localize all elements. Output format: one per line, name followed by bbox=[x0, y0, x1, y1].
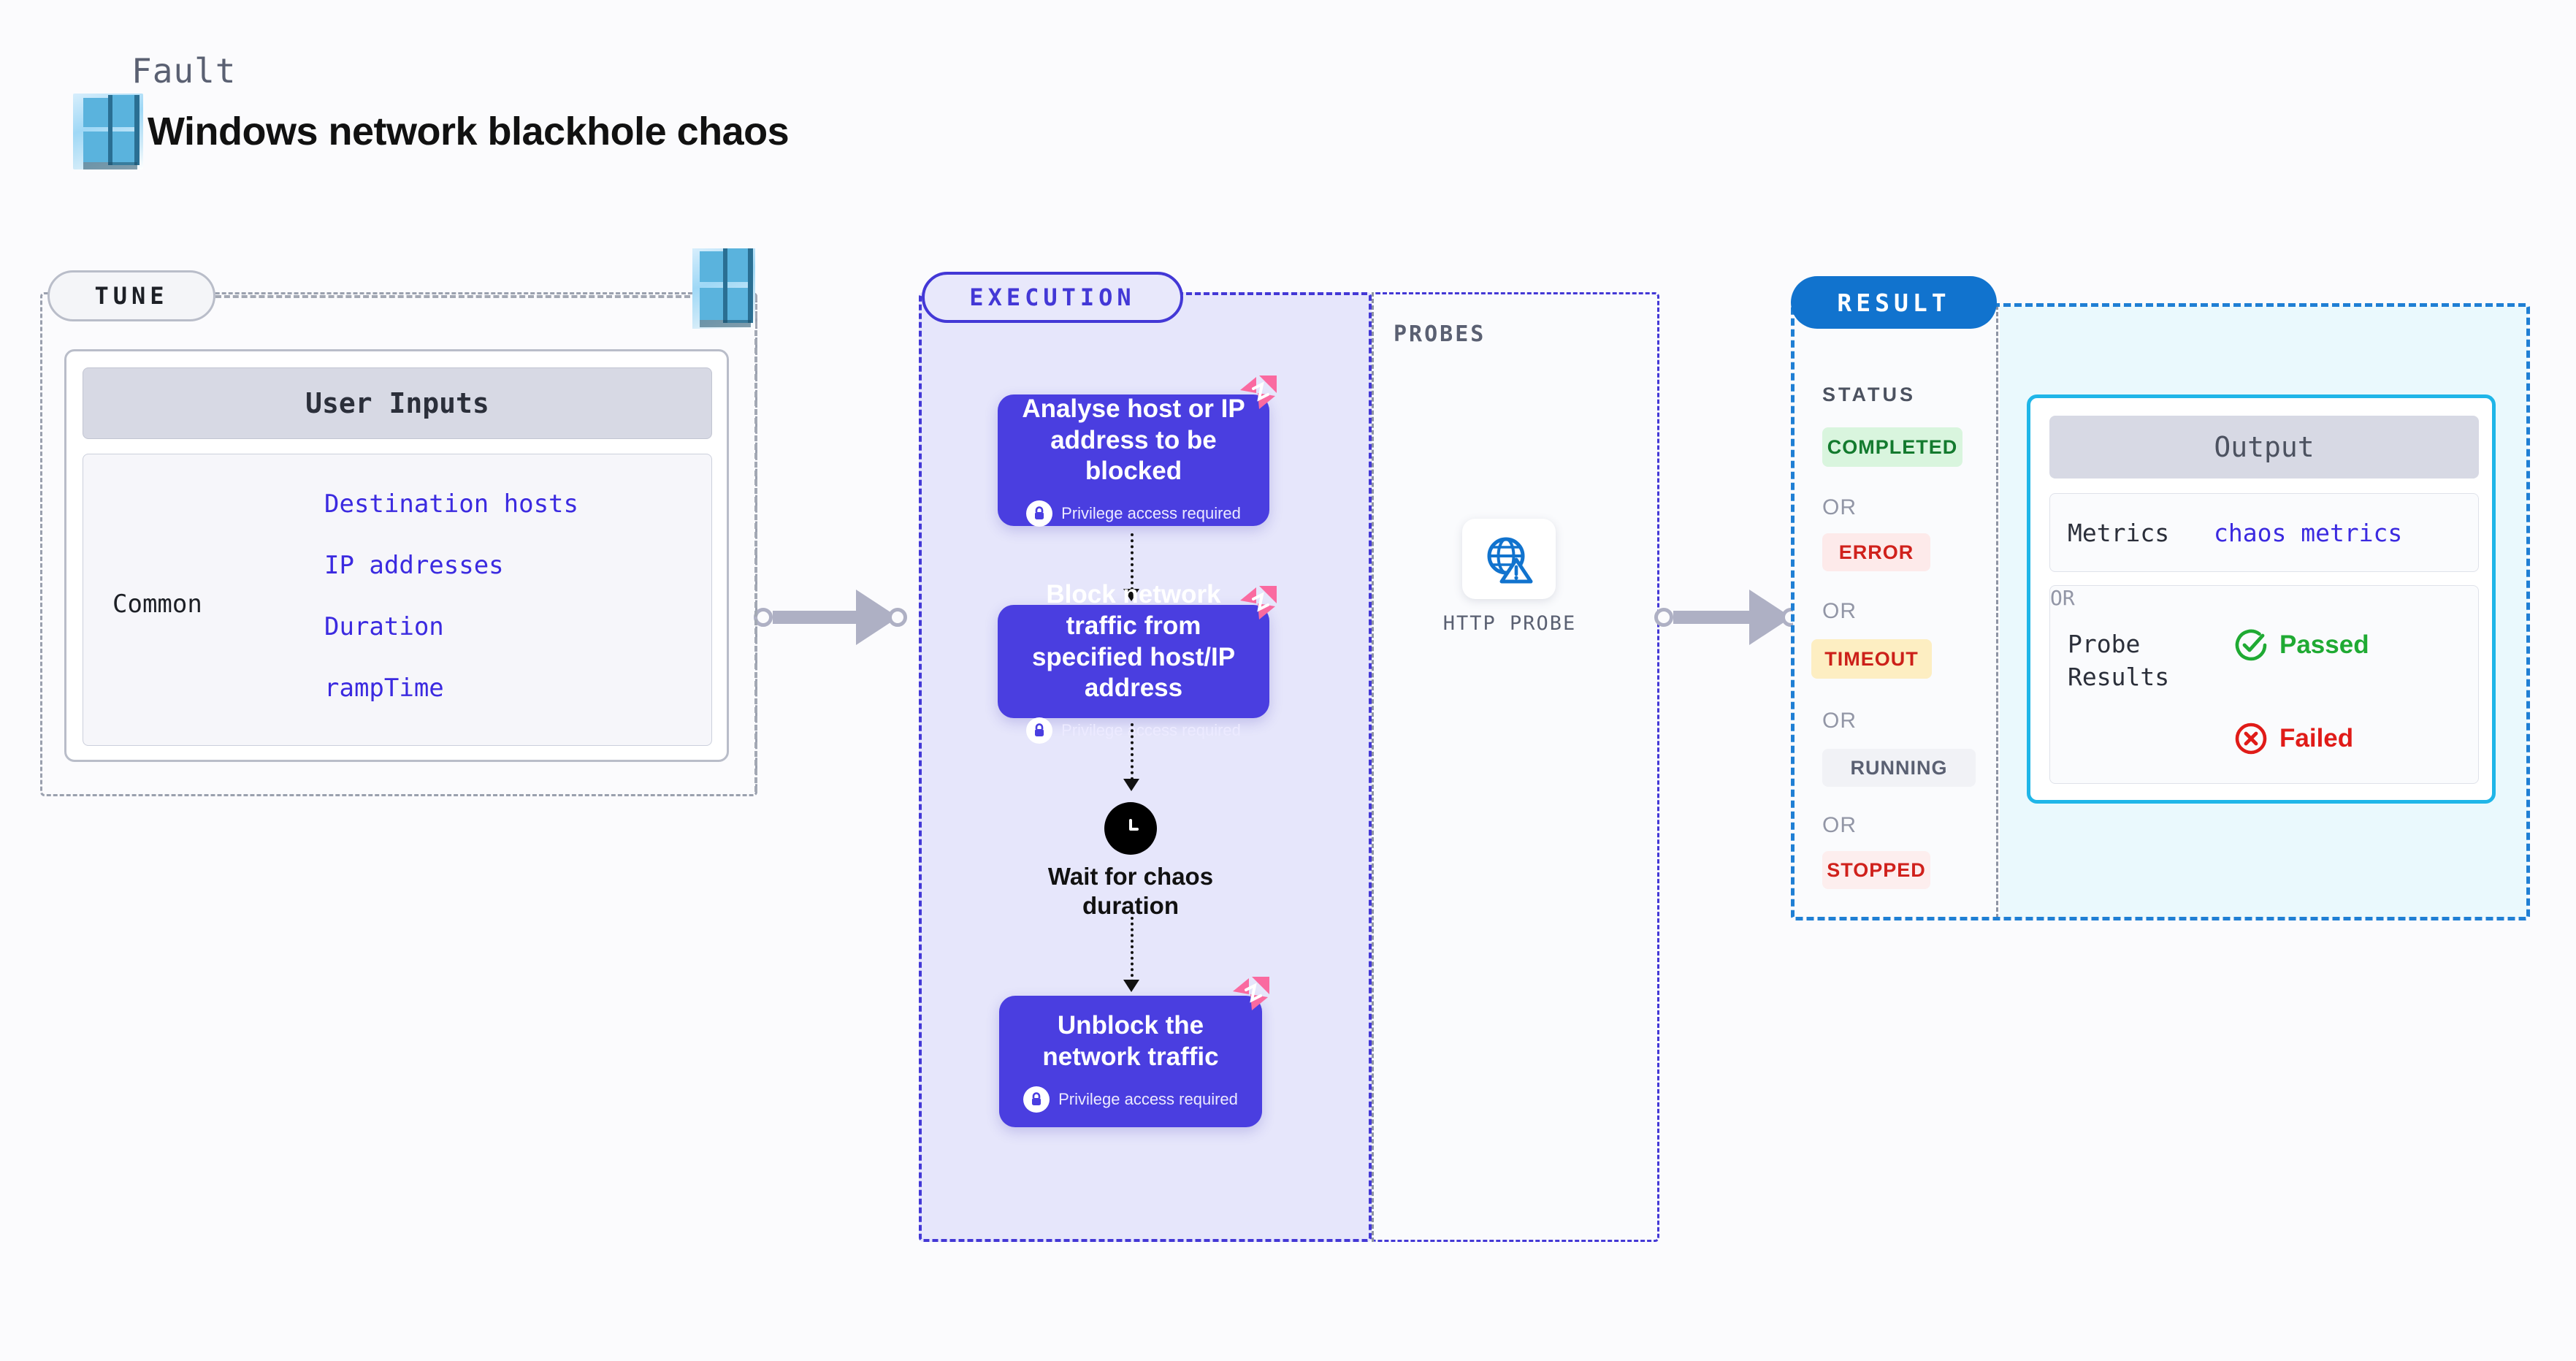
probes-section-label: PROBES bbox=[1394, 321, 1486, 347]
metrics-row: Metrics chaos metrics bbox=[2049, 493, 2479, 572]
execution-step-text: Unblock the network traffic bbox=[1042, 1011, 1219, 1071]
fault-kicker: Fault bbox=[131, 51, 237, 91]
list-item[interactable]: Destination hosts bbox=[324, 489, 578, 519]
execution-pill-label: EXECUTION bbox=[969, 283, 1136, 311]
connector-end-dot bbox=[888, 608, 907, 627]
globe-warning-icon bbox=[1487, 537, 1533, 584]
privilege-note-text: Privilege access required bbox=[1058, 1089, 1238, 1108]
tune-dashed-connector bbox=[215, 295, 690, 298]
connector-start-dot bbox=[1654, 608, 1673, 627]
flow-arrow-head bbox=[1123, 589, 1139, 601]
probe-results-row: Probe Results Passed OR Failed bbox=[2049, 585, 2479, 784]
tune-section-pill[interactable]: TUNE bbox=[47, 270, 215, 321]
output-card-header: Output bbox=[2049, 416, 2479, 479]
execution-step-card[interactable]: Analyse host or IP address to be blocked… bbox=[998, 375, 1277, 527]
privilege-note-text: Privilege access required bbox=[1061, 720, 1241, 739]
status-badge: ERROR bbox=[1822, 533, 1930, 571]
tune-dashed-connector-vertical bbox=[754, 295, 757, 792]
execution-step-text: Block network traffic from specified hos… bbox=[1031, 580, 1236, 703]
user-inputs-header: User Inputs bbox=[83, 367, 712, 439]
connector-tune-to-execution bbox=[754, 590, 907, 645]
status-badge: TIMEOUT bbox=[1811, 639, 1932, 679]
or-separator: OR bbox=[1822, 599, 1857, 623]
result-section-pill[interactable]: RESULT bbox=[1791, 276, 1997, 329]
privilege-note: Privilege access required bbox=[1023, 1086, 1238, 1113]
result-pill-label: RESULT bbox=[1837, 288, 1951, 317]
list-item[interactable]: IP addresses bbox=[324, 551, 504, 580]
execution-step-text: Analyse host or IP address to be blocked bbox=[1022, 394, 1245, 486]
connector-line bbox=[1673, 611, 1754, 624]
chaos-badge-icon bbox=[1240, 375, 1277, 409]
result-section bbox=[1791, 303, 2530, 920]
page-header: Fault Windows network blackhole chaos bbox=[73, 51, 790, 169]
execution-step-card[interactable]: Unblock the network traffic Privilege ac… bbox=[999, 977, 1269, 1127]
status-badge-label: RUNNING bbox=[1850, 756, 1948, 779]
tune-pill-label: TUNE bbox=[94, 282, 169, 310]
chaos-badge-icon bbox=[1240, 586, 1277, 619]
flow-arrow-line bbox=[1131, 533, 1134, 590]
chaos-badge-icon bbox=[1233, 977, 1269, 1010]
lock-icon bbox=[1023, 1086, 1050, 1113]
status-badge: RUNNING bbox=[1822, 749, 1976, 787]
execution-step-card[interactable]: Block network traffic from specified hos… bbox=[998, 580, 1277, 744]
status-badge-label: STOPPED bbox=[1827, 858, 1926, 881]
status-badge-label: ERROR bbox=[1838, 541, 1914, 563]
list-item[interactable]: Duration bbox=[324, 612, 444, 641]
probes-section bbox=[1372, 292, 1659, 1242]
metrics-value[interactable]: chaos metrics bbox=[2214, 518, 2403, 547]
connector-line bbox=[773, 611, 860, 624]
parameter-list: Destination hosts IP addresses Duration … bbox=[324, 489, 578, 735]
windows-logo-icon bbox=[692, 248, 755, 329]
execution-section-pill[interactable]: EXECUTION bbox=[922, 272, 1183, 323]
or-separator: OR bbox=[1822, 813, 1857, 837]
or-separator: OR bbox=[2050, 586, 2075, 610]
lock-icon bbox=[1026, 500, 1053, 527]
probes-divider bbox=[1372, 292, 1374, 1242]
status-badge-label: COMPLETED bbox=[1827, 435, 1958, 458]
user-inputs-card: User Inputs Common Destination hosts IP … bbox=[64, 349, 729, 762]
probe-results-key: Probe Results bbox=[2068, 630, 2170, 691]
windows-logo-icon bbox=[73, 94, 143, 169]
flow-arrow-line bbox=[1131, 723, 1134, 780]
check-circle-icon bbox=[2235, 629, 2267, 661]
probe-result-passed: Passed bbox=[2234, 628, 2369, 662]
clock-icon bbox=[1104, 802, 1157, 855]
lock-icon bbox=[1026, 717, 1053, 744]
status-badge: COMPLETED bbox=[1822, 427, 1962, 467]
http-probe-tile[interactable] bbox=[1462, 519, 1556, 599]
privilege-note-text: Privilege access required bbox=[1061, 504, 1241, 523]
status-badge: STOPPED bbox=[1822, 851, 1930, 889]
flow-arrow-line bbox=[1131, 917, 1134, 983]
privilege-note: Privilege access required bbox=[1026, 500, 1241, 527]
x-circle-icon bbox=[2235, 723, 2267, 755]
list-item[interactable]: rampTime bbox=[324, 674, 444, 703]
status-badge-label: TIMEOUT bbox=[1824, 647, 1919, 670]
wait-step-label: Wait for chaos duration bbox=[1047, 863, 1214, 919]
parameter-group-label: Common bbox=[112, 590, 202, 619]
flow-arrow-head bbox=[1123, 779, 1139, 791]
parameters-box: Common Destination hosts IP addresses Du… bbox=[83, 454, 712, 746]
probe-result-passed-label: Passed bbox=[2279, 630, 2369, 659]
result-status-column bbox=[1793, 305, 1998, 918]
page-title: Windows network blackhole chaos bbox=[148, 110, 790, 153]
privilege-note: Privilege access required bbox=[1026, 717, 1241, 744]
probe-result-failed: Failed bbox=[2234, 722, 2353, 755]
or-separator: OR bbox=[1822, 495, 1857, 519]
metrics-key: Metrics bbox=[2068, 518, 2170, 547]
user-inputs-title: User Inputs bbox=[305, 387, 489, 419]
or-separator: OR bbox=[1822, 709, 1857, 733]
output-card: Output Metrics chaos metrics Probe Resul… bbox=[2027, 394, 2496, 804]
output-title: Output bbox=[2214, 431, 2315, 463]
http-probe-label: HTTP PROBE bbox=[1442, 612, 1577, 635]
connector-execution-to-result bbox=[1654, 590, 1800, 645]
probe-result-failed-label: Failed bbox=[2279, 724, 2354, 752]
flow-arrow-head bbox=[1123, 980, 1139, 992]
status-label: STATUS bbox=[1822, 384, 1916, 405]
